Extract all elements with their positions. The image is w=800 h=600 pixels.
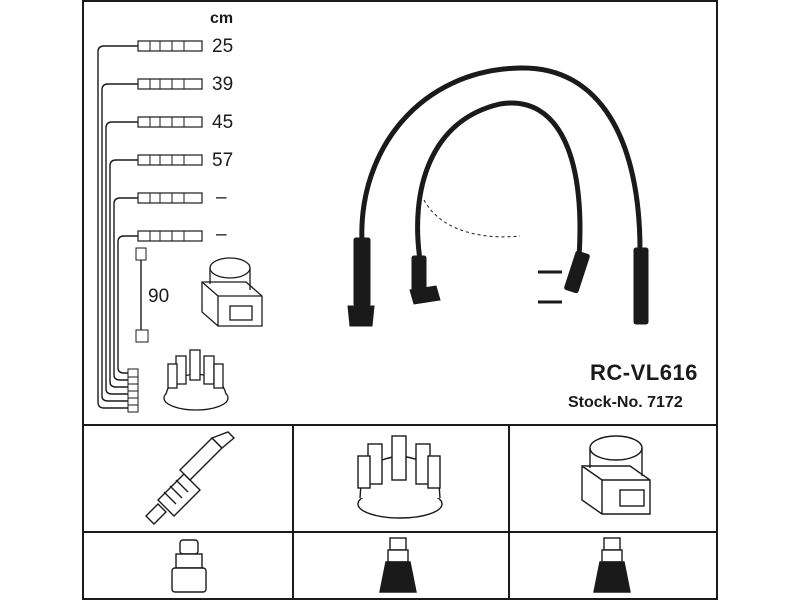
lead-length-6: – bbox=[216, 224, 227, 245]
diagram-frame bbox=[82, 0, 718, 600]
boot-right bbox=[633, 247, 649, 325]
lead-length-2: 39 bbox=[212, 74, 234, 95]
product-model: RC-VL616 bbox=[590, 360, 698, 385]
unit-label: cm bbox=[210, 10, 234, 27]
lead-5-connector bbox=[137, 192, 203, 204]
divider-horizontal-bottom bbox=[82, 531, 718, 533]
divider-vertical-right bbox=[508, 424, 510, 600]
boot-angled bbox=[409, 255, 441, 305]
lead-4-connector bbox=[137, 154, 203, 166]
boot-left bbox=[347, 237, 375, 327]
extra-lead-length: 90 bbox=[148, 286, 170, 307]
divider-horizontal-top bbox=[82, 424, 718, 426]
ignition-coil-icon bbox=[581, 435, 651, 515]
extra-lead-top-terminal bbox=[135, 247, 147, 261]
cap-small-icon bbox=[163, 349, 229, 411]
coil-connector-icon bbox=[593, 537, 631, 593]
divider-vertical-left bbox=[292, 424, 294, 600]
boot-coil bbox=[538, 250, 590, 304]
lead-1-connector bbox=[137, 40, 203, 52]
extra-lead-bottom-terminal bbox=[135, 329, 149, 343]
coil-small-icon bbox=[201, 257, 263, 327]
lead-3-connector bbox=[137, 116, 203, 128]
distributor-cap-icon bbox=[357, 435, 443, 519]
cap-connector-icon bbox=[379, 537, 417, 593]
lead-2-connector bbox=[137, 78, 203, 90]
spark-plug-icon bbox=[145, 431, 236, 525]
plug-connector-icon bbox=[171, 539, 207, 593]
lead-length-1: 25 bbox=[212, 36, 234, 57]
lead-6-connector bbox=[137, 230, 203, 242]
lead-length-3: 45 bbox=[212, 112, 234, 133]
lead-length-5: – bbox=[216, 187, 227, 208]
stock-number: Stock-No. 7172 bbox=[568, 394, 683, 411]
lead-length-4: 57 bbox=[212, 150, 234, 171]
